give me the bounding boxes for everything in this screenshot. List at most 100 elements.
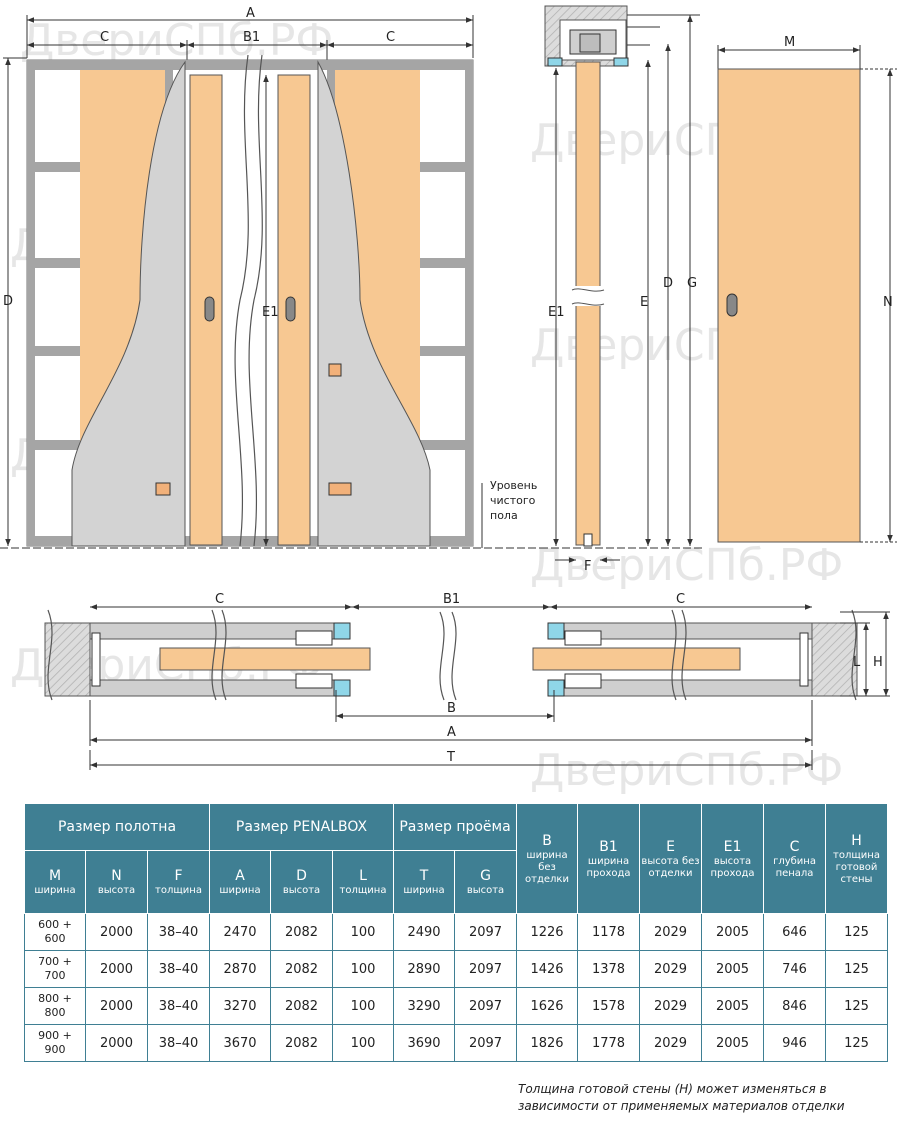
group-header-penalbox: Размер PENALBOX [208,803,395,851]
side-dim-label-d: D [663,276,673,291]
table-group-header-row: Размер полотна Размер PENALBOX Размер пр… [24,803,889,914]
table-cell: 3270 [209,987,271,1025]
table-cell: 946 [763,1024,827,1062]
table-cell: 800 +800 [24,987,86,1025]
dim-label-c-right: C [386,30,395,45]
door-view: M N [717,35,897,543]
dim-label-b1: B1 [243,30,260,45]
table-cell: 2029 [639,987,703,1025]
table-cell: 2097 [454,1024,518,1062]
table-cell: 38–40 [147,950,210,988]
table-cell: 125 [825,950,889,988]
table-cell: 2490 [393,913,456,951]
table-cell: 1778 [577,1024,641,1062]
floor-label-line3: пола [490,509,518,522]
plan-dim-label-b: B [447,701,456,716]
table-cell: 746 [763,950,827,988]
footnote: Толщина готовой стены (H) может изменять… [518,1081,898,1115]
dim-label-a: A [246,6,255,21]
side-dim-label-e1: E1 [548,305,565,320]
table-cell: 1226 [516,913,579,951]
side-dim-label-e: E [640,295,648,310]
table-cell: 2000 [85,913,148,951]
technical-drawing: ДвериСПб.РФ ДвериСПб.РФ ДвериСПб.РФ Двер… [0,5,897,796]
table-cell: 3290 [393,987,456,1025]
table-cell: 2005 [701,913,765,951]
side-view: E1 E D G F [540,5,705,574]
door-dim-label-m: M [784,35,795,50]
table-cell: 2082 [270,1024,333,1062]
table-cell: 2082 [270,987,333,1025]
table-cell: 2005 [701,1024,765,1062]
table-cell: 2000 [85,1024,148,1062]
table-cell: 38–40 [147,987,210,1025]
table-cell: 646 [763,913,827,951]
plan-dim-label-b1: B1 [443,592,460,607]
table-cell: 1578 [577,987,641,1025]
plan-view: C B1 C [44,592,890,770]
table-cell: 2890 [393,950,456,988]
table-cell: 900 +900 [24,1024,86,1062]
table-cell: 125 [825,1024,889,1062]
plan-dim-label-c-left: C [215,592,224,607]
table-cell: 2005 [701,987,765,1025]
table-cell: 1626 [516,987,579,1025]
table-cell: 2000 [85,987,148,1025]
side-dim-label-g: G [687,276,697,291]
table-cell: 38–40 [147,913,210,951]
table-cell: 2005 [701,950,765,988]
spec-table: Размер полотна Размер PENALBOX Размер пр… [24,803,889,1062]
table-cell: 1378 [577,950,641,988]
footnote-line: Толщина готовой стены (H) может изменять… [518,1082,827,1096]
side-dim-label-f: F [584,559,591,574]
plan-dim-label-l: L [853,655,861,670]
door-dim-label-n: N [883,295,893,310]
table-cell: 38–40 [147,1024,210,1062]
table-cell: 1178 [577,913,641,951]
table-cell: 100 [331,987,395,1025]
table-cell: 3690 [393,1024,456,1062]
table-cell: 2870 [209,950,271,988]
table-cell: 2470 [209,913,271,951]
table-cell: 2029 [639,950,703,988]
plan-dim-label-c-right: C [676,592,685,607]
dim-label-d: D [3,294,13,309]
table-cell: 125 [825,913,889,951]
front-view: A C B1 C D [0,6,540,549]
table-cell: 3670 [209,1024,271,1062]
table-cell: 600 +600 [24,913,86,951]
table-cell: 100 [331,913,395,951]
table-cell: 2029 [639,1024,703,1062]
plan-dim-label-a: A [447,725,456,740]
table-cell: 125 [825,987,889,1025]
table-cell: 1826 [516,1024,579,1062]
table-cell: 700 +700 [24,950,86,988]
table-cell: 846 [763,987,827,1025]
floor-label-line1: Уровень [490,479,537,492]
table-cell: 2082 [270,950,333,988]
table-cell: 2082 [270,913,333,951]
table-cell: 2097 [454,987,518,1025]
table-cell: 1426 [516,950,579,988]
footnote-line: зависимости от применяемых материалов от… [518,1099,845,1113]
group-header-leaf: Размер полотна [24,803,210,851]
plan-dim-label-t: T [446,750,455,765]
table-cell: 100 [331,950,395,988]
table-cell: 2097 [454,913,518,951]
